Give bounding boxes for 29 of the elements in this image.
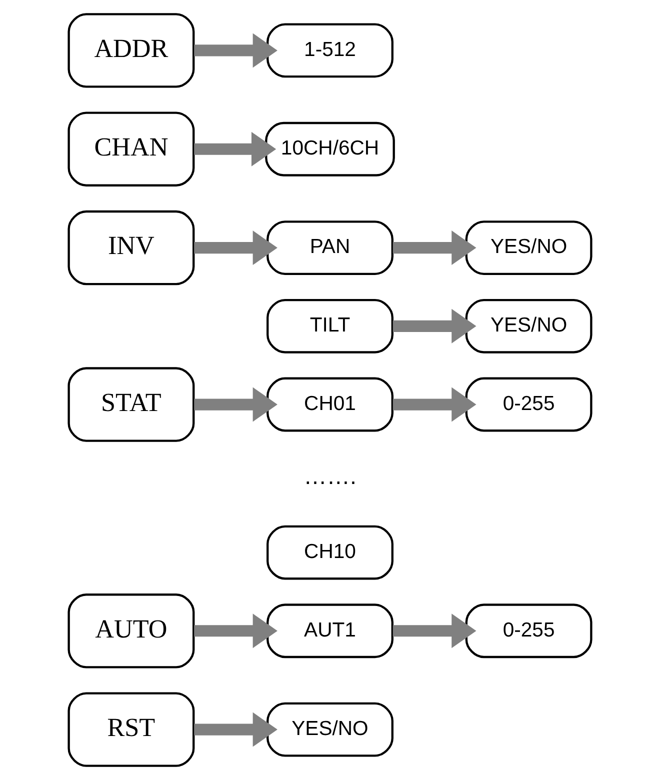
node-box: CH01 — [266, 377, 394, 432]
node-box: CH10 — [266, 525, 394, 580]
node-box: 1-512 — [266, 23, 394, 78]
arrow — [194, 712, 278, 747]
node-box: STAT — [68, 367, 195, 442]
node-box: YES/NO — [465, 298, 592, 354]
node-box: RST — [68, 692, 195, 767]
node-box: PAN — [266, 220, 394, 275]
arrow — [392, 308, 476, 344]
node-box: AUTO — [68, 594, 195, 668]
node-box: ADDR — [68, 13, 195, 88]
arrow — [194, 387, 278, 422]
node-box: INV — [68, 210, 195, 286]
arrow — [194, 33, 278, 68]
label: ……. — [304, 463, 356, 490]
node-box: 0-255 — [465, 377, 592, 432]
arrow — [194, 230, 278, 266]
arrow — [392, 230, 476, 266]
arrow — [392, 614, 476, 648]
arrow — [194, 614, 278, 648]
node-box: 0-255 — [465, 604, 592, 658]
arrow — [194, 132, 276, 166]
node-box: AUT1 — [266, 604, 394, 658]
node-box: YES/NO — [465, 220, 592, 275]
arrow — [392, 387, 476, 422]
node-box: YES/NO — [266, 702, 394, 757]
node-box: CHAN — [68, 112, 195, 186]
node-box: TILT — [266, 298, 394, 354]
node-box: 10CH/6CH — [265, 122, 395, 176]
